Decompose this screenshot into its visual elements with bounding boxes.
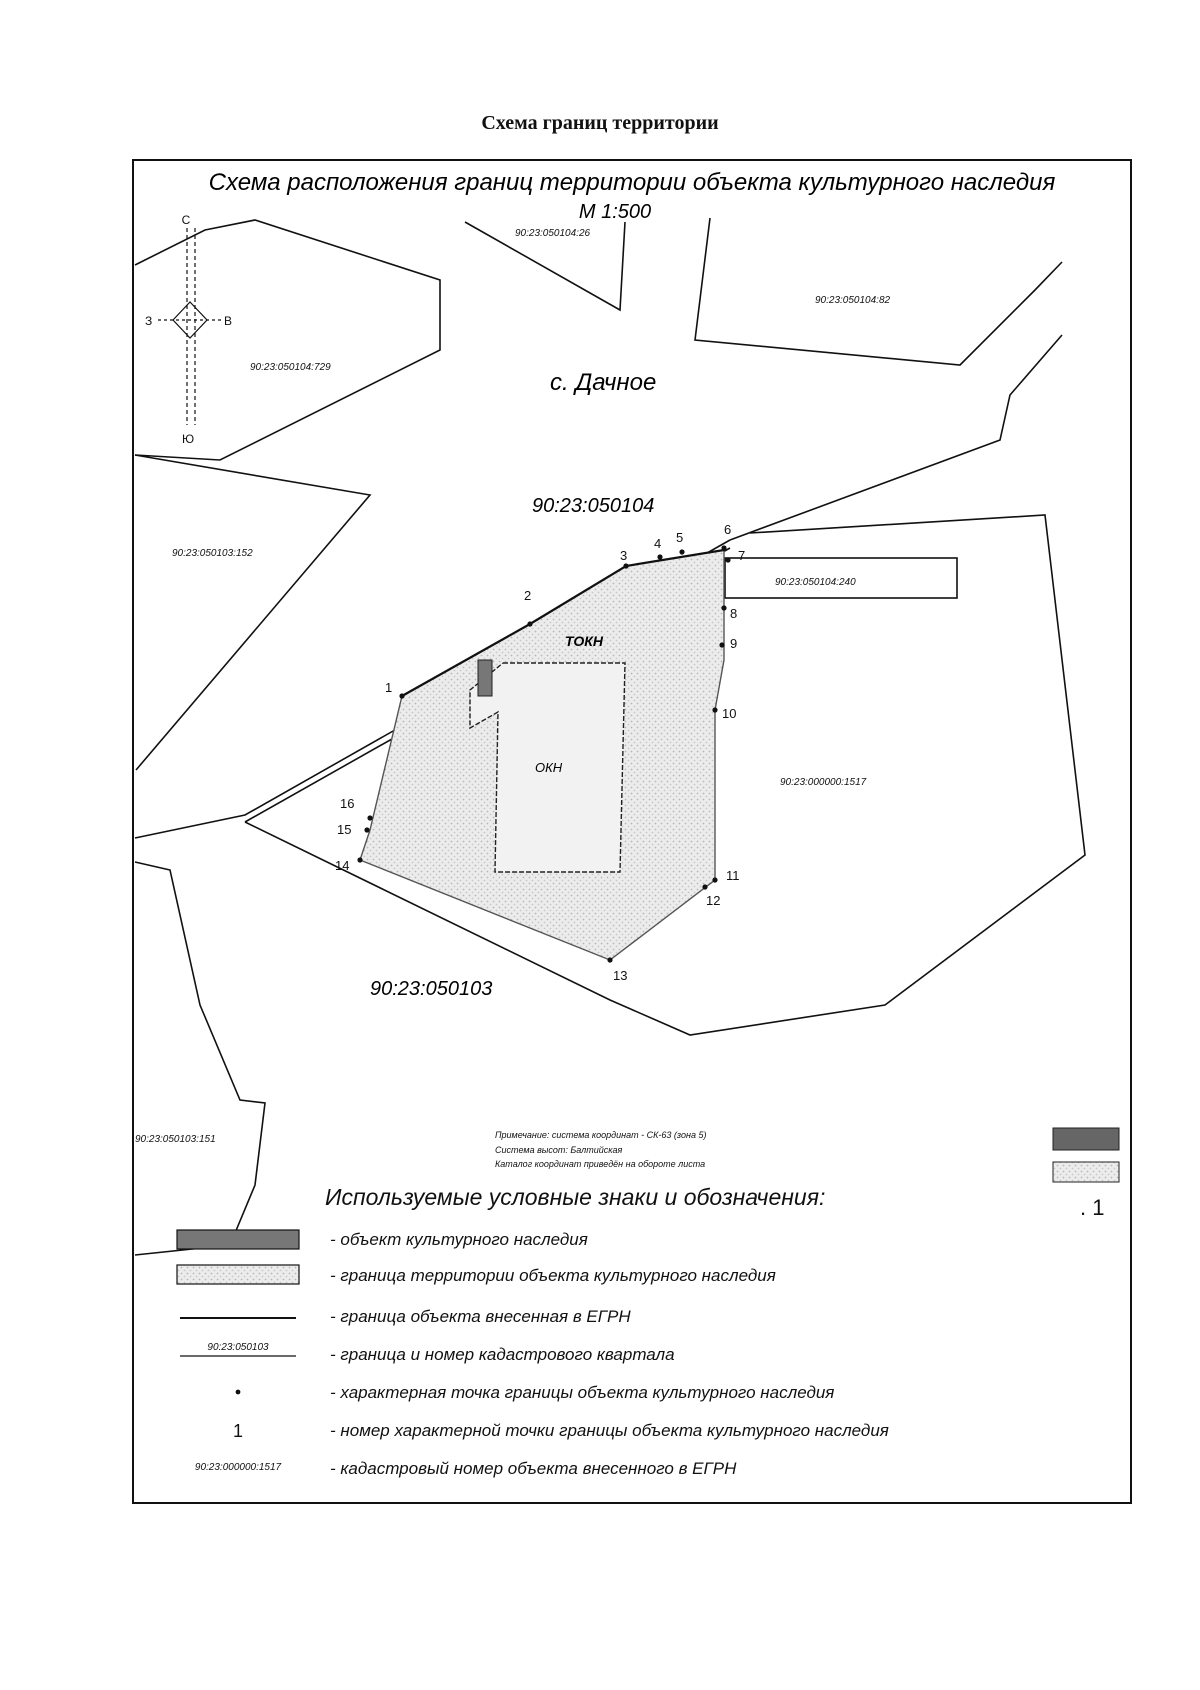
point-label: 2 [524,588,531,603]
quarter-label-south: 90:23:050103 [370,978,492,1000]
map-frame [132,159,1132,1504]
point-label: 11 [726,868,740,883]
point-label: 12 [706,893,720,908]
point-label: 10 [722,706,736,721]
legend-item-okn: - объект культурного наследия [330,1230,588,1249]
parcel-boundary-82 [694,217,1063,366]
legend-swatch-okn [1052,1127,1120,1151]
parcel-boundary-26 [464,221,626,312]
parcel-label-240: 90:23:050104:240 [775,577,856,588]
legend-item-egrn: - граница объекта внесенная в ЕГРН [330,1307,631,1326]
page-title: Схема границ территории [481,112,719,134]
legend-heading: Используемые условные знаки и обозначени… [325,1184,825,1210]
point-label: 1 [385,680,392,695]
point-label: 4 [654,536,661,551]
point-label: 9 [730,636,737,651]
legend-sample-quarter: 90:23:050103 [207,1342,269,1353]
okn-label: ОКН [535,760,563,775]
note-line-3: Каталог координат приведён на обороте ли… [495,1159,705,1169]
point-label: 7 [738,548,745,563]
note-line-2: Система высот: Балтийская [495,1145,623,1155]
parcel-boundary-152 [134,454,372,771]
quarter-label-north: 90:23:050104 [532,495,654,517]
legend-symbol-point [235,1389,241,1395]
legend-item-territory: - граница территории объекта культурного… [330,1266,776,1285]
legend-sample-point-number: 1 [233,1421,243,1441]
tokn-label: ТОКН [565,633,604,649]
legend-sample-cadastral: 90:23:000000:1517 [195,1462,282,1473]
compass-west: З [145,314,152,328]
legend-item-quarter: - граница и номер кадастрового квартала [330,1345,675,1364]
legend-item-point: - характерная точка границы объекта куль… [330,1383,834,1402]
point-label: 16 [340,796,354,811]
characteristic-points [357,545,731,963]
legend-symbol-okn [176,1229,300,1250]
parcel-boundary-151 [134,861,266,1256]
legend-item-cadastral: - кадастровый номер объекта внесенного в… [330,1459,737,1478]
parcel-boundary-1517 [244,514,1086,1036]
point-label: 6 [724,522,731,537]
north-arrow-icon [158,228,222,425]
compass-south: Ю [182,432,194,446]
legend-item-point-number: - номер характерной точки границы объект… [330,1421,889,1440]
legend-symbol-territory [176,1264,300,1285]
legend-swatch-territory [1052,1161,1120,1183]
point-label: 13 [613,968,627,983]
parcel-label-82: 90:23:050104:82 [815,295,891,306]
map-scale: М 1:500 [579,201,651,223]
parcel-label-26: 90:23:050104:26 [515,228,591,239]
okn-building [469,662,626,873]
parcel-label-1517: 90:23:000000:1517 [780,777,867,788]
quarter-boundary-ne [729,334,1063,541]
parcel-boundary-729 [134,219,441,461]
legend-side-point-number: . 1 [1080,1195,1104,1220]
parcel-label-151: 90:23:050103:151 [135,1134,216,1145]
point-label: 5 [676,530,683,545]
settlement-label: с. Дачное [550,369,656,396]
point-label: 8 [730,606,737,621]
compass-east: В [224,314,232,328]
map-title: Схема расположения границ территории объ… [209,169,1056,196]
okn-annex [477,659,493,697]
point-label: 14 [335,858,349,873]
parcel-boundary-240 [724,557,958,599]
note-line-1: Примечание: система координат - СК-63 (з… [495,1130,706,1140]
compass-north: С [182,213,191,227]
point-label: 15 [337,822,351,837]
parcel-label-152: 90:23:050103:152 [172,548,253,559]
parcel-label-729: 90:23:050104:729 [250,362,331,373]
point-label: 3 [620,548,627,563]
egrn-boundary [401,548,725,697]
